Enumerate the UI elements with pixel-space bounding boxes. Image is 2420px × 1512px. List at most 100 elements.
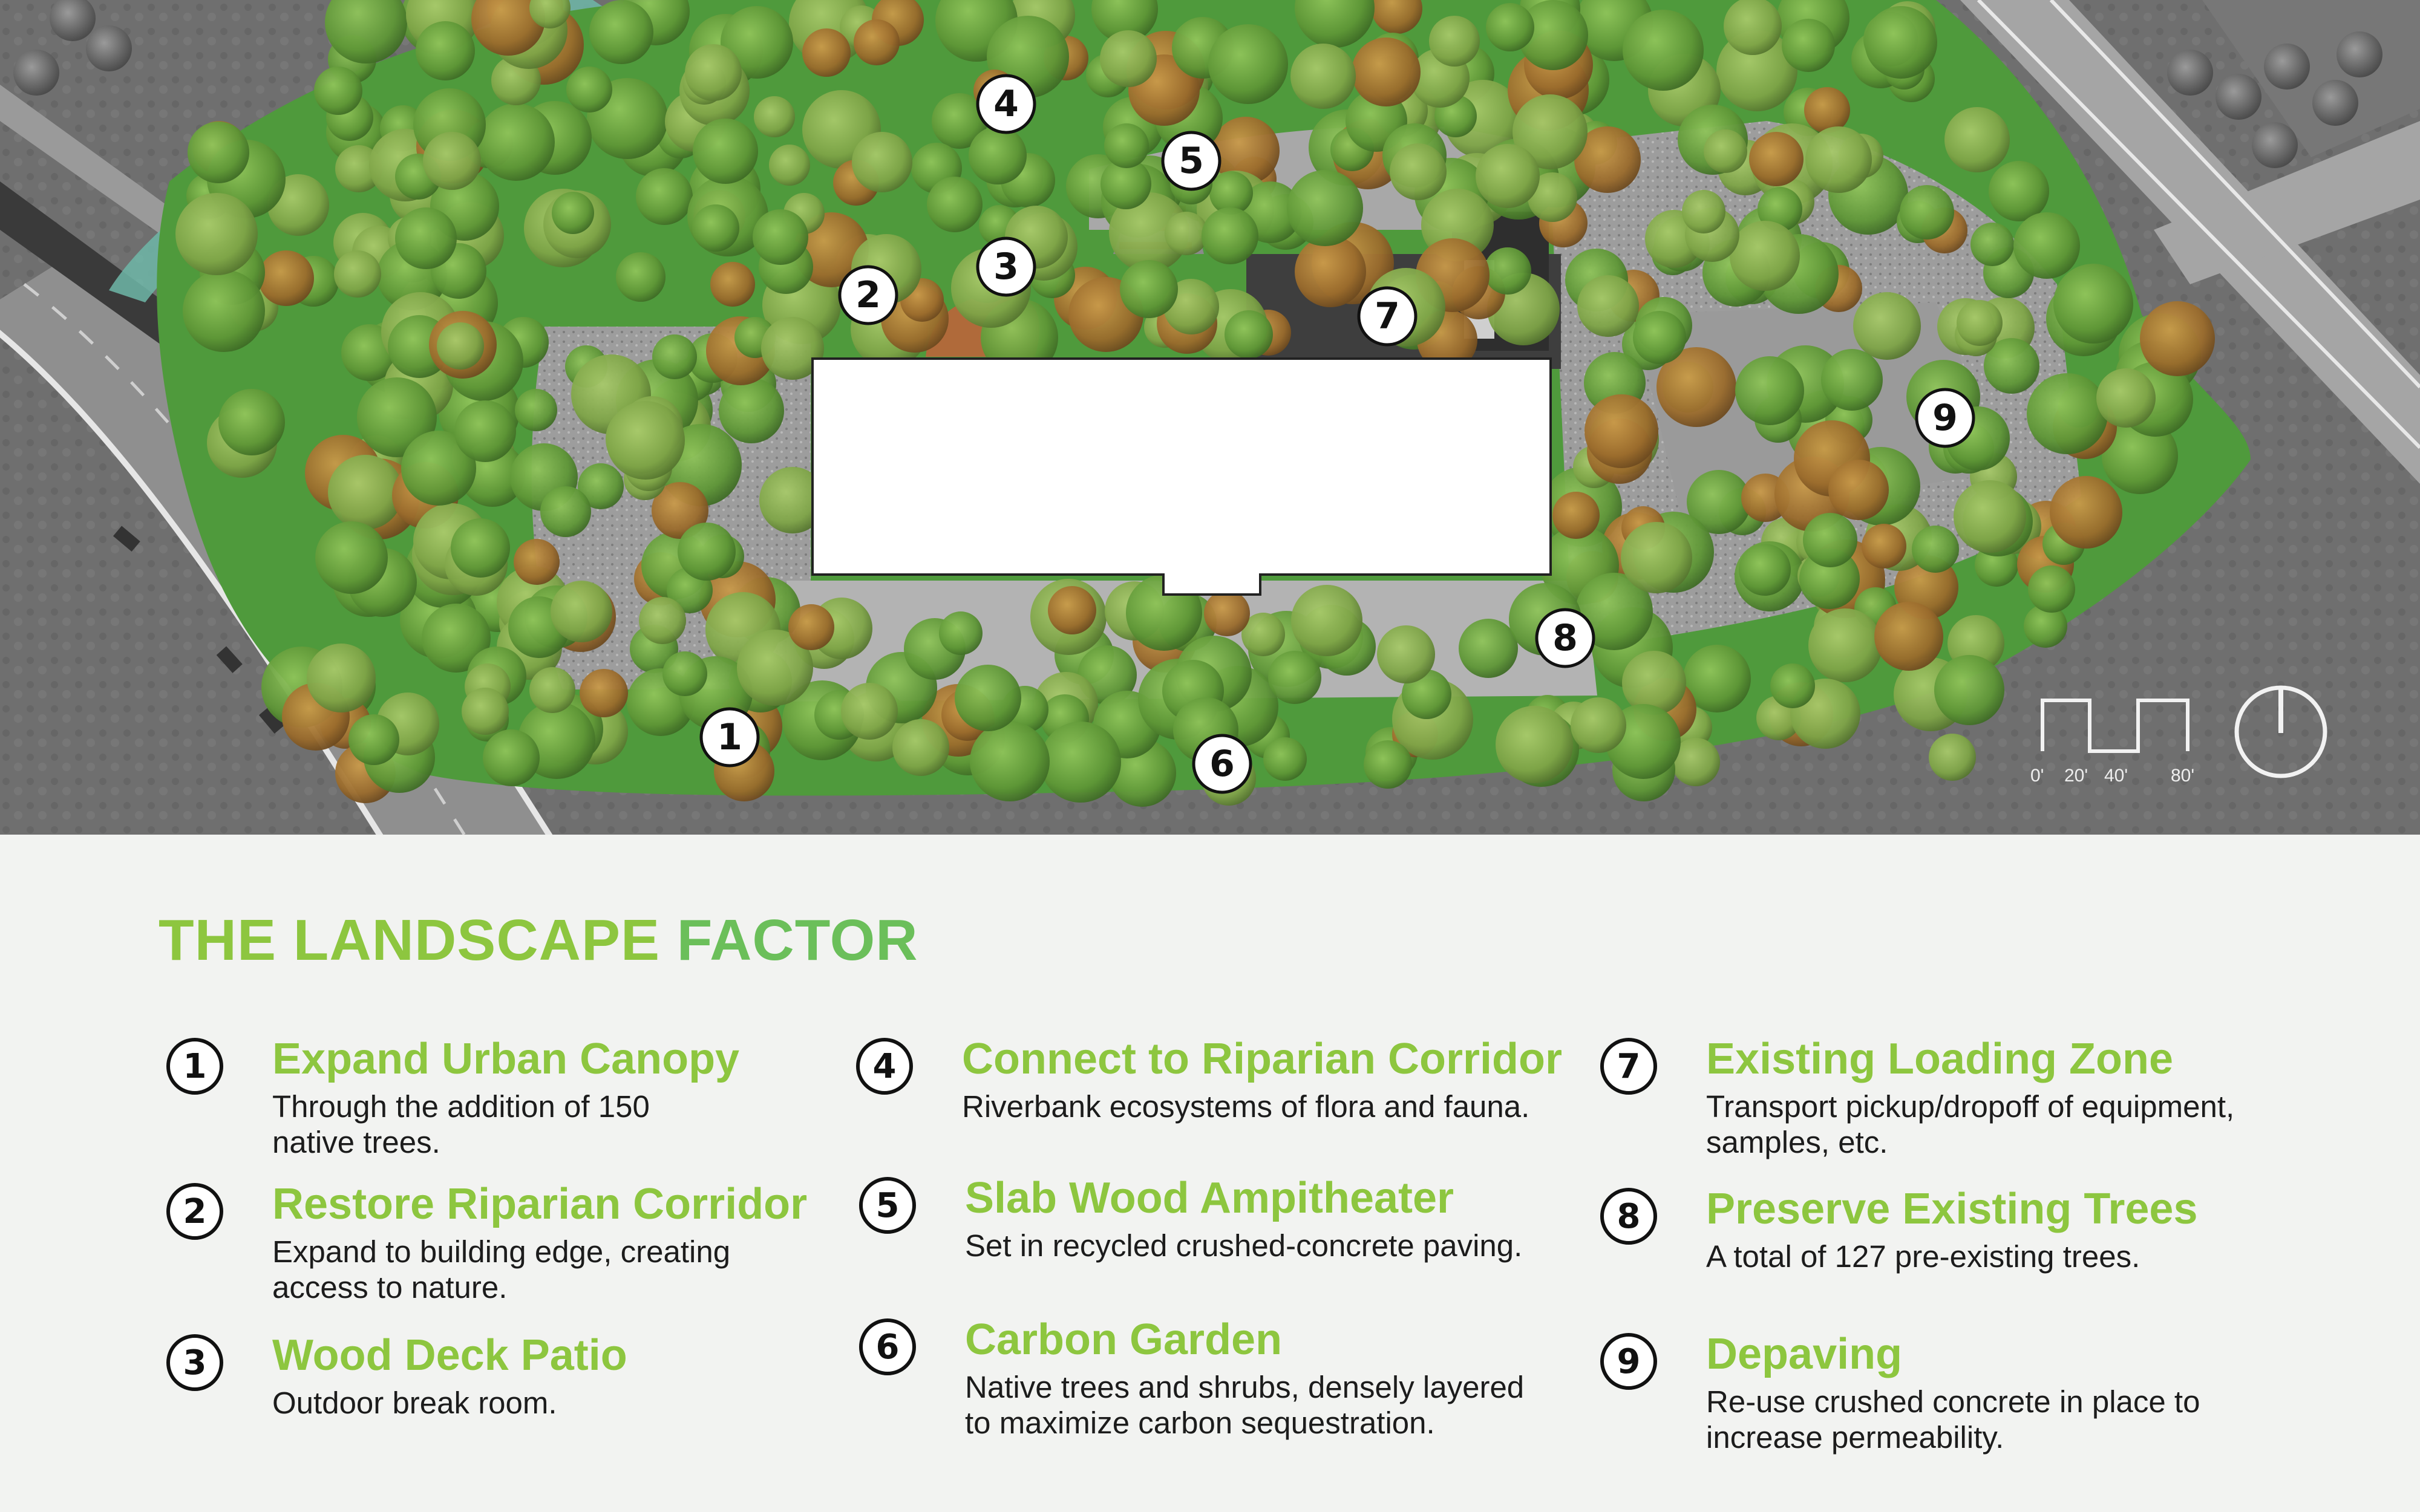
legend-title-part-1: THE LANDSCAPE (159, 908, 661, 973)
tree-icon (462, 688, 509, 735)
tree-icon (589, 0, 653, 64)
tree-icon (1799, 549, 1860, 609)
tree-icon (515, 389, 557, 431)
tree-icon (2050, 476, 2122, 549)
tree-icon (188, 122, 249, 183)
tree-icon (1749, 132, 1804, 186)
tree-icon (852, 132, 912, 192)
tree-icon (932, 93, 987, 149)
tree-icon (1268, 651, 1321, 704)
plan-marker-label: 5 (1179, 140, 1204, 182)
tree-icon (1716, 30, 1797, 111)
plan-marker-4[interactable]: 4 (976, 74, 1036, 134)
scale-bar: 0' 20' 40' 80' (2030, 699, 2194, 786)
tree-icon (1758, 187, 1802, 232)
tree-icon (1295, 0, 1375, 48)
plan-marker-7[interactable]: 7 (1357, 286, 1418, 347)
tree-icon (1429, 16, 1480, 67)
plan-marker-9[interactable]: 9 (1915, 388, 1975, 448)
plan-marker-8[interactable]: 8 (1535, 608, 1595, 668)
tree-icon (1364, 740, 1412, 789)
tree-icon (2028, 565, 2075, 613)
tree-icon (841, 683, 898, 740)
legend-item-title: Slab Wood Ampitheater (965, 1174, 1454, 1222)
tree-icon (328, 455, 403, 530)
plan-marker-5[interactable]: 5 (1161, 131, 1221, 191)
plan-marker-1[interactable]: 1 (699, 707, 760, 767)
legend-item-desc: Set in recycled crushed-concrete paving. (965, 1228, 1523, 1263)
tree-icon (451, 518, 510, 578)
tree-icon (1518, 0, 1588, 70)
legend-item-desc: Re-use crushed concrete in place to incr… (1706, 1384, 2200, 1455)
tree-icon (892, 719, 949, 776)
tree-icon (552, 192, 594, 234)
tree-icon (1853, 292, 1921, 360)
tree-icon (1091, 0, 1158, 42)
tree-icon (1496, 706, 1573, 783)
legend-item-title: Expand Urban Canopy (272, 1035, 740, 1083)
tree-icon (1528, 172, 1577, 222)
legend-item-title: Wood Deck Patio (272, 1331, 627, 1380)
tree-icon (578, 463, 624, 509)
tree-icon (1954, 480, 2026, 553)
tree-icon (1291, 585, 1362, 656)
tree-icon (529, 667, 575, 713)
tree-icon (437, 322, 484, 370)
tree-icon (183, 270, 265, 352)
legend-item-title: Connect to Riparian Corridor (962, 1035, 1563, 1083)
tree-icon (1263, 737, 1307, 781)
tree-icon (2252, 122, 2298, 168)
tree-icon (1862, 524, 1906, 569)
tree-icon (1209, 171, 1253, 215)
tree-icon (754, 96, 795, 137)
legend-item-desc: Expand to building edge, creating access… (272, 1234, 731, 1305)
plan-marker-label: 9 (1932, 397, 1958, 439)
tree-icon (2024, 604, 2067, 648)
tree-icon (2216, 74, 2261, 120)
legend-item-desc: Outdoor break room. (272, 1386, 557, 1420)
tree-icon (1104, 123, 1149, 168)
legend-item-title: Restore Riparian Corridor (272, 1180, 808, 1228)
tree-icon (50, 0, 96, 41)
plan-marker-label: 4 (993, 83, 1019, 125)
tree-icon (854, 19, 900, 65)
tree-icon (939, 611, 983, 655)
plan-marker-label: 8 (1552, 617, 1578, 659)
tree-icon (2312, 80, 2358, 126)
tree-icon (1622, 651, 1686, 715)
plan-marker-3[interactable]: 3 (976, 236, 1036, 297)
tree-icon (1352, 37, 1421, 106)
tree-icon (1109, 192, 1189, 272)
tree-icon (1739, 544, 1791, 596)
tree-icon (1735, 356, 1804, 425)
tree-icon (1730, 221, 1800, 291)
tree-icon (580, 669, 628, 717)
tree-icon (1929, 734, 1976, 781)
legend-item-title: Depaving (1706, 1330, 1903, 1378)
tree-icon (1989, 161, 2049, 221)
tree-icon (1828, 460, 1889, 520)
tree-icon (1574, 126, 1641, 193)
tree-icon (2167, 50, 2213, 96)
scale-label-20: 20' (2064, 766, 2088, 786)
right-road (1960, 0, 2420, 484)
plan-marker-6[interactable]: 6 (1192, 734, 1252, 794)
legend-badge: 1 (166, 1038, 223, 1095)
tree-icon (401, 431, 476, 506)
tree-icon (2140, 301, 2215, 376)
plan-marker-label: 7 (1375, 295, 1400, 337)
tree-icon (477, 103, 555, 181)
tree-icon (1633, 311, 1686, 364)
tree-icon (1782, 19, 1835, 72)
tree-icon (2013, 212, 2080, 279)
tree-icon (1912, 526, 1959, 573)
tree-icon (1682, 190, 1725, 233)
tree-icon (636, 168, 693, 225)
tree-icon (1100, 158, 1151, 209)
tree-icon (1805, 126, 1872, 193)
tree-icon (2053, 264, 2133, 344)
plan-marker-2[interactable]: 2 (838, 265, 898, 325)
tree-icon (1724, 0, 1782, 55)
tree-icon (1476, 144, 1540, 208)
tree-canopy (13, 0, 2382, 807)
